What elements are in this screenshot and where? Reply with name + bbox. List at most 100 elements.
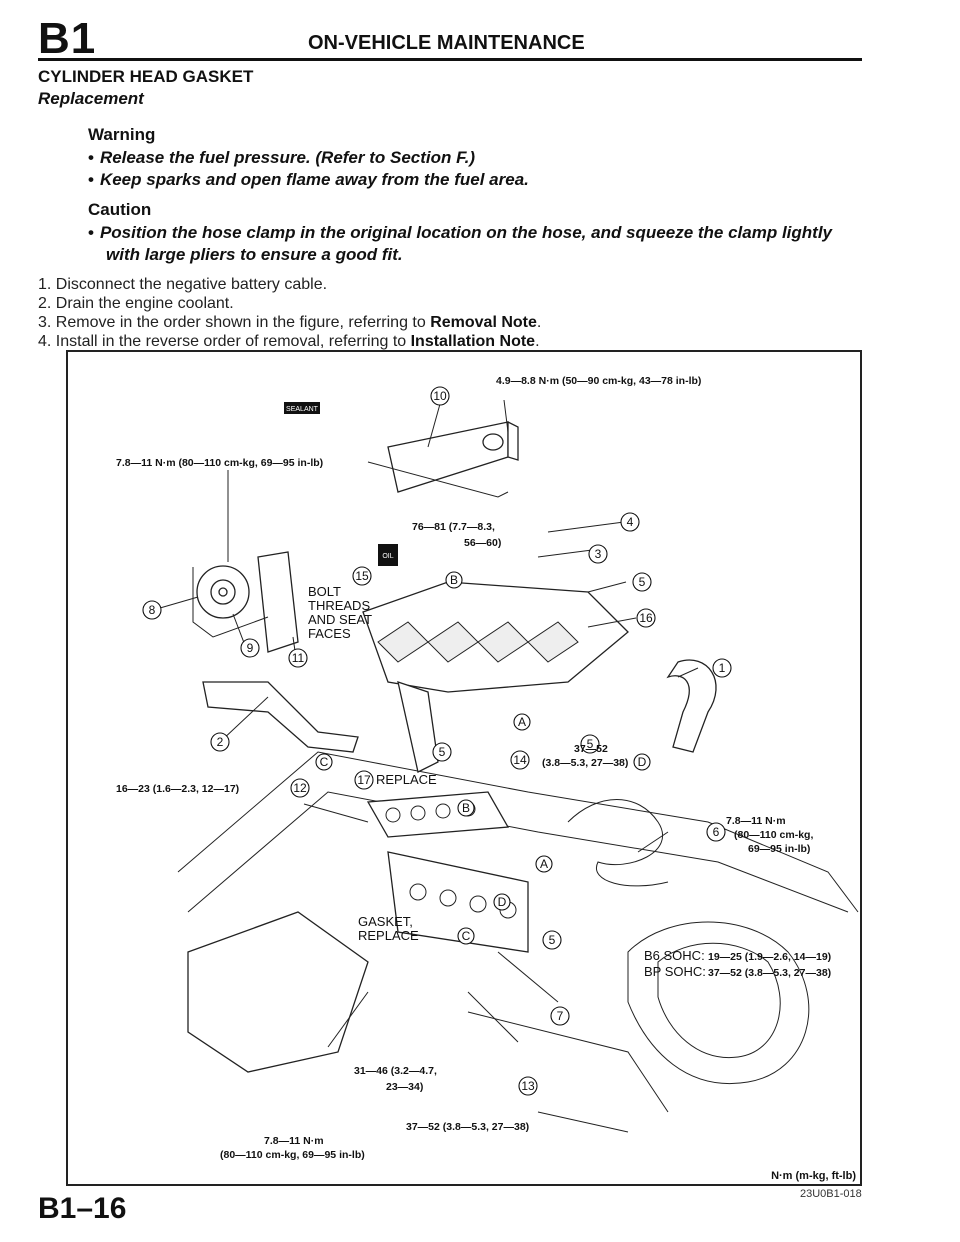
svg-text:B: B	[462, 801, 470, 815]
warning-item: •Release the fuel pressure. (Refer to Se…	[88, 148, 476, 167]
bolt-note: AND SEAT	[308, 612, 372, 627]
timing-belt-assembly	[192, 551, 299, 653]
torque-spec: (80—110 cm-kg,	[734, 829, 813, 841]
torque-spec: 56—60)	[464, 537, 501, 549]
svg-text:17: 17	[357, 773, 371, 787]
svg-text:15: 15	[355, 569, 369, 583]
callout-16: 16	[636, 608, 656, 628]
section-title: ON-VEHICLE MAINTENANCE	[308, 32, 585, 54]
svg-text:13: 13	[521, 1079, 535, 1093]
callout-8: 8	[142, 600, 162, 620]
header-rule	[38, 58, 862, 61]
torque-spec: 7.8—11 N·m	[726, 815, 786, 827]
page-subheading: Replacement	[38, 89, 144, 108]
procedure-steps: 1. Disconnect the negative battery cable…	[38, 275, 541, 351]
torque-spec: 76—81 (7.7—8.3,	[412, 521, 495, 533]
engine-variant-label: BP SOHC:	[644, 964, 706, 979]
bolt-note: THREADS	[308, 598, 370, 613]
svg-text:6: 6	[713, 825, 720, 839]
svg-text:SEALANT: SEALANT	[286, 406, 319, 413]
letter-d: D	[493, 893, 511, 911]
svg-text:B: B	[450, 573, 458, 587]
caution-label: Caution	[88, 200, 152, 219]
svg-text:5: 5	[587, 737, 594, 751]
callout-6: 6	[706, 822, 726, 842]
letter-d: D	[633, 753, 651, 771]
svg-text:1: 1	[719, 661, 726, 675]
callout-14: 14	[510, 750, 530, 770]
step-item: 3. Remove in the order shown in the figu…	[38, 314, 542, 331]
warning-block: Warning •Release the fuel pressure. (Ref…	[88, 125, 529, 191]
warning-label: Warning	[88, 125, 156, 144]
callout-5: 5	[632, 572, 652, 592]
svg-text:A: A	[518, 715, 526, 729]
svg-text:4: 4	[627, 515, 634, 529]
step-item: 4. Install in the reverse order of remov…	[38, 333, 540, 350]
svg-text:3: 3	[595, 547, 602, 561]
valve-cover	[367, 420, 519, 498]
vehicle-body	[177, 751, 859, 1133]
caution-block: Caution •Position the hose clamp in the …	[88, 200, 832, 266]
callout-15: 15	[352, 566, 372, 586]
bolt-note: BOLT	[308, 584, 341, 599]
callout-5: 5	[432, 742, 452, 762]
torque-spec: 19—25 (1.9—2.6, 14—19)	[708, 951, 831, 963]
callout-3: 3	[588, 544, 608, 564]
letter-c: C	[457, 927, 475, 945]
oil-icon: OIL	[378, 544, 398, 566]
callout-11: 11	[288, 648, 308, 668]
svg-text:2: 2	[217, 735, 224, 749]
svg-text:OIL: OIL	[382, 553, 393, 560]
svg-text:5: 5	[439, 745, 446, 759]
torque-spec: 4.9—8.8 N·m (50—90 cm-kg, 43—78 in-lb)	[496, 375, 701, 387]
torque-spec: 69—95 in-lb)	[748, 843, 810, 855]
svg-text:5: 5	[549, 933, 556, 947]
manifold	[362, 581, 629, 773]
torque-spec: 31—46 (3.2—4.7,	[354, 1065, 437, 1077]
units-legend: N·m (m-kg, ft-lb)	[771, 1170, 856, 1182]
letter-a: A	[513, 713, 531, 731]
torque-spec: 37—52	[574, 743, 608, 755]
callout-12: 12	[290, 778, 310, 798]
torque-spec: (80—110 cm-kg, 69—95 in-lb)	[220, 1149, 365, 1161]
replace-note: REPLACE	[376, 772, 437, 787]
page-number: B1–16	[38, 1192, 127, 1225]
torque-spec: (3.8—5.3, 27—38)	[542, 757, 628, 769]
torque-spec: 37—52 (3.8—5.3, 27—38)	[406, 1121, 529, 1133]
svg-text:8: 8	[149, 603, 156, 617]
figure-id: 23U0B1-018	[800, 1188, 862, 1200]
callout-5: 5	[542, 930, 562, 950]
svg-text:7: 7	[557, 1009, 564, 1023]
svg-text:10: 10	[433, 389, 447, 403]
cylinder-head	[366, 791, 529, 953]
callout-10: 10	[430, 386, 450, 406]
svg-text:16: 16	[639, 611, 653, 625]
letter-c: C	[315, 753, 333, 771]
torque-spec: 7.8—11 N·m	[264, 1135, 324, 1147]
callout-4: 4	[620, 512, 640, 532]
svg-text:C: C	[320, 755, 329, 769]
warning-item: •Keep sparks and open flame away from th…	[88, 170, 529, 189]
exploded-view-figure: 1 2 3 4 5 5 5 5 6 7 8 9 10 11 12 13 14 1…	[66, 350, 862, 1186]
leader-lines	[159, 399, 699, 1048]
step-item: 1. Disconnect the negative battery cable…	[38, 276, 328, 293]
torque-spec: 7.8—11 N·m (80—110 cm-kg, 69—95 in-lb)	[116, 457, 323, 469]
page-heading: CYLINDER HEAD GASKET	[38, 67, 254, 86]
callout-1: 1	[712, 658, 732, 678]
engine-undercover	[187, 911, 369, 1073]
svg-text:A: A	[540, 857, 548, 871]
engine-variant-label: B6 SOHC:	[644, 948, 705, 963]
svg-text:C: C	[462, 929, 471, 943]
gasket-note: GASKET,	[358, 914, 413, 929]
bracket	[202, 681, 359, 753]
caution-item: •Position the hose clamp in the original…	[88, 223, 832, 264]
callout-9: 9	[240, 638, 260, 658]
bolt-note: FACES	[308, 626, 351, 641]
gasket-note: REPLACE	[358, 928, 419, 943]
letter-a: A	[535, 855, 553, 873]
step-item: 2. Drain the engine coolant.	[38, 295, 234, 312]
callout-17: 17	[354, 770, 374, 790]
callout-7: 7	[550, 1006, 570, 1026]
wiring-harness	[567, 799, 669, 887]
svg-text:D: D	[638, 755, 647, 769]
